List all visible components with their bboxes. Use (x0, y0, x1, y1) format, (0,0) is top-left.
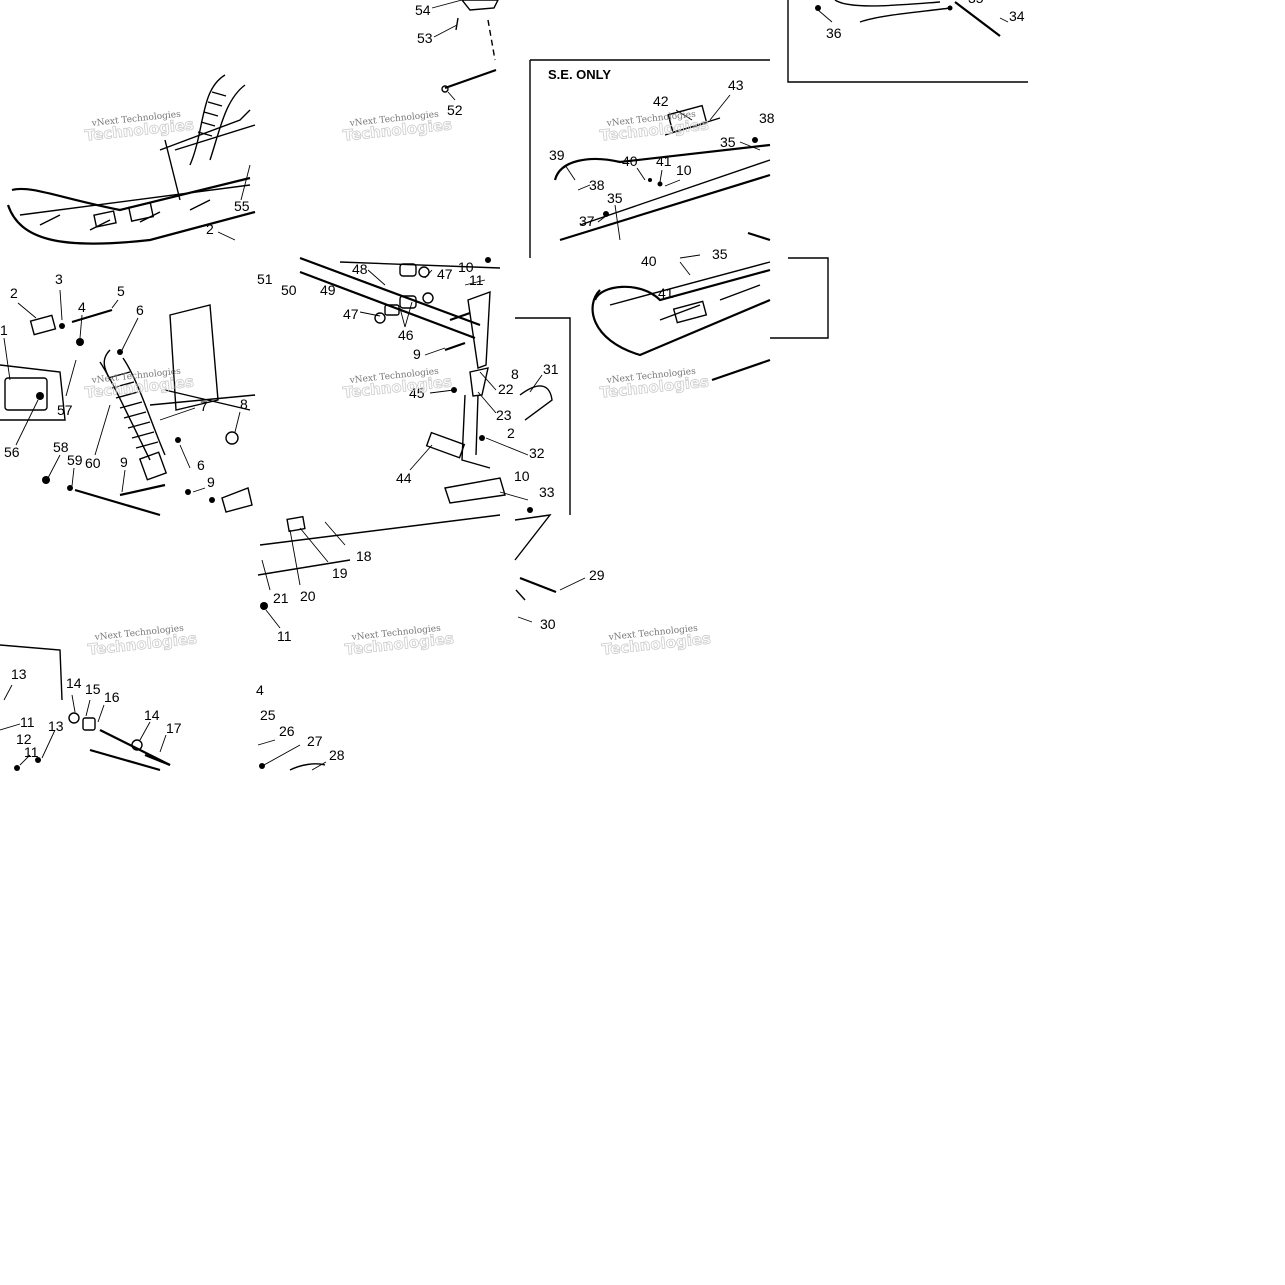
part-label: 11 (469, 272, 484, 288)
part-label: 2 (10, 285, 18, 301)
ski-rear-view (6, 74, 256, 245)
part-label: 28 (329, 747, 345, 763)
part-label: 35 (712, 246, 728, 262)
part-label: 13 (11, 666, 27, 682)
part-label: 46 (398, 327, 414, 343)
part-label: 11 (20, 714, 35, 730)
part-label: 9 (207, 474, 215, 490)
part-label: 60 (85, 455, 101, 471)
leader-lines (0, 0, 1009, 771)
part-label: 10 (458, 259, 474, 275)
part-label: 40 (641, 253, 657, 269)
part-label: 22 (498, 381, 514, 397)
part-label: 54 (415, 2, 431, 18)
part-label: 9 (120, 454, 128, 470)
part-label: 52 (447, 102, 463, 118)
part-label: 8 (240, 396, 248, 412)
part-label: 59 (67, 452, 83, 468)
spindle-assembly (299, 256, 571, 515)
part-label: 14 (66, 675, 82, 691)
part-label: 50 (281, 282, 297, 298)
part-number-labels: 54 53 52 36 34 35 43 42 38 35 39 40 41 1… (0, 0, 1025, 763)
part-label: 15 (85, 681, 101, 697)
part-label: 4 (256, 682, 264, 698)
part-label: 53 (417, 30, 433, 46)
part-label: 9 (413, 346, 421, 362)
part-label: 49 (320, 282, 336, 298)
part-label: 56 (4, 444, 20, 460)
part-label: 41 (656, 153, 672, 169)
part-label: 25 (260, 707, 276, 723)
part-label: 6 (197, 457, 205, 473)
part-label: 32 (529, 445, 545, 461)
part-label: 6 (136, 302, 144, 318)
part-label: 18 (356, 548, 372, 564)
part-label: 42 (653, 93, 669, 109)
part-label: 57 (57, 402, 73, 418)
part-label: 33 (539, 484, 555, 500)
part-label: 55 (234, 198, 250, 214)
part-label: 36 (826, 25, 842, 41)
part-label: 20 (300, 588, 316, 604)
part-label: 11 (277, 628, 292, 644)
part-label: 23 (496, 407, 512, 423)
part-label: 31 (543, 361, 559, 377)
part-label: 21 (273, 590, 289, 606)
ski-right-view (591, 257, 829, 382)
part-label: 51 (257, 271, 273, 287)
part-label: 8 (511, 366, 519, 382)
part-label: 44 (396, 470, 412, 486)
part-label: 27 (307, 733, 323, 749)
part-label: 30 (540, 616, 556, 632)
part-label: 58 (53, 439, 69, 455)
part-label: 26 (279, 723, 295, 739)
shock-assembly (0, 304, 256, 517)
part-label: 10 (676, 162, 692, 178)
part-label: 2 (507, 425, 515, 441)
lower-parts (0, 514, 557, 772)
part-label: 14 (144, 707, 160, 723)
top-bolt-group (441, 0, 499, 93)
part-label: 34 (1009, 8, 1025, 24)
part-label: 29 (589, 567, 605, 583)
part-label: 1 (0, 322, 8, 338)
part-label: 47 (437, 266, 453, 282)
part-label: 12 (16, 731, 32, 747)
se-only-box (529, 59, 771, 258)
part-label: 4 (78, 299, 86, 315)
part-label: 35 (968, 0, 984, 6)
part-label: 35 (720, 134, 736, 150)
part-label: 41 (658, 285, 674, 301)
part-label: 35 (607, 190, 623, 206)
part-label: 16 (104, 689, 120, 705)
part-label: 43 (728, 77, 744, 93)
part-label: 38 (759, 110, 775, 126)
part-label: 11 (24, 744, 39, 760)
top-right-box (787, 0, 1028, 83)
part-label: 5 (117, 283, 125, 299)
part-label: 47 (343, 306, 359, 322)
part-label: 3 (55, 271, 63, 287)
part-label: 38 (589, 177, 605, 193)
part-label: 48 (352, 261, 368, 277)
part-label: 2 (206, 221, 214, 237)
part-label: 17 (166, 720, 182, 736)
part-label: 13 (48, 718, 64, 734)
part-label: 39 (549, 147, 565, 163)
se-only-header: S.E. ONLY (548, 67, 611, 82)
part-label: 10 (514, 468, 530, 484)
part-label: 19 (332, 565, 348, 581)
part-label: 37 (579, 213, 595, 229)
part-label: 45 (409, 385, 425, 401)
part-label: 40 (622, 153, 638, 169)
part-label: 7 (200, 398, 208, 414)
